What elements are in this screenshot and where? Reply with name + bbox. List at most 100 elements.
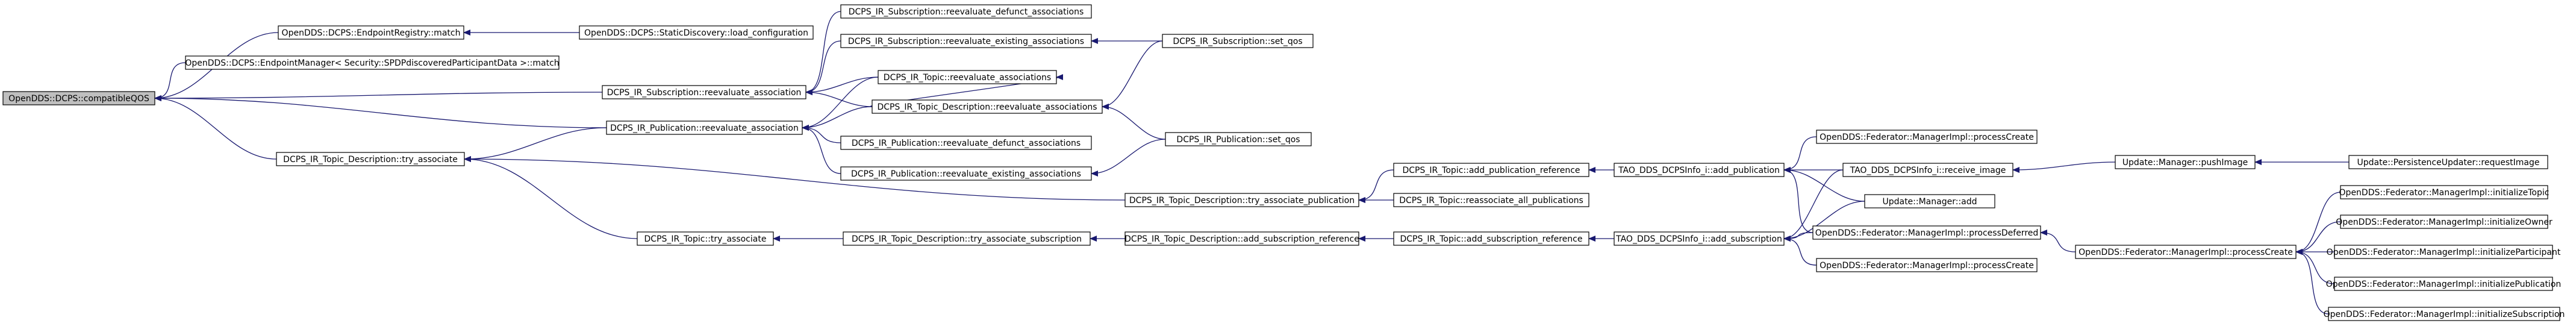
node-box <box>1393 193 1589 207</box>
function-node[interactable]: DCPS_IR_Topic_Description::reevaluate_as… <box>872 99 1103 114</box>
call-edge <box>1783 201 1865 242</box>
node-box <box>1393 163 1589 177</box>
function-node[interactable]: DCPS_IR_Topic::try_associate <box>637 231 774 246</box>
call-edge <box>464 156 1126 201</box>
function-node[interactable]: OpenDDS::DCPS::EndpointRegistry::match <box>278 25 464 40</box>
call-edge <box>2295 249 2329 315</box>
function-node[interactable]: Update::Manager::add <box>1864 194 1995 208</box>
node-label: DCPS_IR_Topic_Description::try_associate… <box>1129 196 1355 205</box>
node-box <box>2328 307 2560 321</box>
node-box <box>1124 231 1359 246</box>
node-label: OpenDDS::Federator::ManagerImpl::process… <box>1815 228 2039 238</box>
function-node[interactable]: TAO_DDS_DCPSInfo_i::add_subscription <box>1614 231 1785 246</box>
node-box <box>276 152 465 166</box>
call-edge <box>154 92 603 101</box>
call-edge <box>1102 40 1163 110</box>
node-box <box>1393 231 1589 246</box>
function-node[interactable]: OpenDDS::Federator::ManagerImpl::initial… <box>2336 215 2553 229</box>
function-node[interactable]: DCPS_IR_Subscription::reevaluate_associa… <box>602 85 806 99</box>
call-edge <box>802 125 841 174</box>
call-edge <box>2295 249 2335 284</box>
node-box <box>1614 231 1785 246</box>
function-node[interactable]: Update::PersistenceUpdater::requestImage <box>2348 155 2548 169</box>
function-node[interactable]: OpenDDS::Federator::ManagerImpl::initial… <box>2327 245 2561 259</box>
function-node[interactable]: OpenDDS::DCPS::StaticDiscovery::load_con… <box>579 25 814 40</box>
node-box <box>1165 132 1312 146</box>
node-label: TAO_DDS_DCPSInfo_i::add_publication <box>1618 166 1780 175</box>
node-label: DCPS_IR_Subscription::reevaluate_existin… <box>848 37 1084 46</box>
function-node[interactable]: DCPS_IR_Publication::set_qos <box>1165 132 1312 146</box>
node-label: OpenDDS::Federator::ManagerImpl::initial… <box>2324 310 2565 319</box>
function-node[interactable]: TAO_DDS_DCPSInfo_i::add_publication <box>1614 163 1785 177</box>
function-node[interactable]: OpenDDS::Federator::ManagerImpl::process… <box>1816 258 2038 272</box>
function-node[interactable]: OpenDDS::Federator::ManagerImpl::process… <box>1812 225 2041 240</box>
function-node[interactable]: DCPS_IR_Subscription::set_qos <box>1162 34 1314 48</box>
root-function-node[interactable]: OpenDDS::DCPS::compatibleQOS <box>2 91 155 105</box>
node-label: OpenDDS::Federator::ManagerImpl::initial… <box>2326 280 2562 289</box>
node-label: DCPS_IR_Subscription::set_qos <box>1173 37 1302 46</box>
node-box <box>872 99 1103 114</box>
call-edge <box>464 127 607 162</box>
function-node[interactable]: OpenDDS::Federator::ManagerImpl::process… <box>2075 245 2297 259</box>
node-box <box>840 166 1092 181</box>
call-edge <box>802 106 873 131</box>
function-node[interactable]: Update::Manager::pushImage <box>2115 155 2256 169</box>
function-node[interactable]: DCPS_IR_Topic_Description::try_associate <box>276 152 465 166</box>
node-box <box>1864 194 1995 208</box>
function-node[interactable]: DCPS_IR_Topic_Description::add_subscript… <box>1124 231 1359 246</box>
node-box <box>2 91 155 105</box>
function-node[interactable]: DCPS_IR_Subscription::reevaluate_defunct… <box>840 4 1092 19</box>
call-edge <box>2040 230 2076 252</box>
node-box <box>2340 185 2548 199</box>
function-node[interactable]: OpenDDS::Federator::ManagerImpl::initial… <box>2339 185 2549 199</box>
node-label: OpenDDS::DCPS::EndpointManager< Security… <box>185 58 559 68</box>
node-box <box>1812 225 2041 240</box>
function-node[interactable]: OpenDDS::Federator::ManagerImpl::process… <box>1816 130 2038 144</box>
function-node[interactable]: OpenDDS::Federator::ManagerImpl::initial… <box>2324 307 2565 321</box>
function-node[interactable]: DCPS_IR_Topic_Description::try_associate… <box>843 231 1091 246</box>
function-node[interactable]: DCPS_IR_Topic::add_publication_reference <box>1393 163 1589 177</box>
function-node[interactable]: OpenDDS::DCPS::EndpointManager< Security… <box>185 55 560 70</box>
call-edge <box>802 125 841 143</box>
node-label: OpenDDS::Federator::ManagerImpl::process… <box>1820 133 2034 142</box>
node-label: OpenDDS::Federator::ManagerImpl::initial… <box>2336 218 2553 227</box>
node-label: OpenDDS::Federator::ManagerImpl::process… <box>2079 248 2293 257</box>
node-label: DCPS_IR_Publication::set_qos <box>1176 135 1300 145</box>
node-box <box>1842 163 2013 177</box>
function-node[interactable]: DCPS_IR_Subscription::reevaluate_existin… <box>840 34 1092 48</box>
call-edge <box>1783 167 1813 233</box>
function-node[interactable]: DCPS_IR_Topic_Description::try_associate… <box>1124 193 1359 207</box>
node-label: DCPS_IR_Topic::reevaluate_associations <box>884 73 1051 83</box>
node-label: DCPS_IR_Topic_Description::add_subscript… <box>1124 234 1359 244</box>
node-box <box>637 231 774 246</box>
node-box <box>1124 193 1359 207</box>
node-label: DCPS_IR_Topic::add_subscription_referenc… <box>1400 234 1583 244</box>
node-label: OpenDDS::DCPS::compatibleQOS <box>8 94 149 104</box>
node-label: DCPS_IR_Subscription::reevaluate_defunct… <box>849 7 1084 17</box>
node-box <box>2334 245 2553 259</box>
node-box <box>840 4 1092 19</box>
node-label: TAO_DDS_DCPSInfo_i::add_subscription <box>1615 234 1782 244</box>
call-edge <box>1783 236 1817 266</box>
function-node[interactable]: DCPS_IR_Publication::reevaluate_associat… <box>606 121 803 135</box>
call-edge <box>802 77 879 131</box>
call-edge <box>154 95 277 160</box>
node-box <box>2334 277 2553 291</box>
function-node[interactable]: DCPS_IR_Topic::reevaluate_associations <box>878 70 1057 84</box>
function-node[interactable]: DCPS_IR_Publication::reevaluate_existing… <box>840 166 1092 181</box>
function-node[interactable]: TAO_DDS_DCPSInfo_i::receive_image <box>1842 163 2013 177</box>
node-layer: OpenDDS::DCPS::compatibleQOS OpenDDS::DCP… <box>2 4 2565 321</box>
function-node[interactable]: DCPS_IR_Topic::add_subscription_referenc… <box>1393 231 1589 246</box>
node-label: OpenDDS::Federator::ManagerImpl::process… <box>1820 261 2034 271</box>
node-label: OpenDDS::DCPS::EndpointRegistry::match <box>282 28 461 38</box>
function-node[interactable]: DCPS_IR_Topic::reassociate_all_publicati… <box>1393 193 1589 207</box>
function-node[interactable]: OpenDDS::Federator::ManagerImpl::initial… <box>2326 277 2562 291</box>
call-edge <box>1091 139 1166 177</box>
node-box <box>2340 215 2548 229</box>
function-node[interactable]: DCPS_IR_Publication::reevaluate_defunct_… <box>840 136 1092 150</box>
node-label: DCPS_IR_Topic_Description::try_associate… <box>852 234 1082 244</box>
node-box <box>602 85 806 99</box>
node-label: OpenDDS::Federator::ManagerImpl::initial… <box>2339 188 2549 198</box>
node-box <box>278 25 464 40</box>
